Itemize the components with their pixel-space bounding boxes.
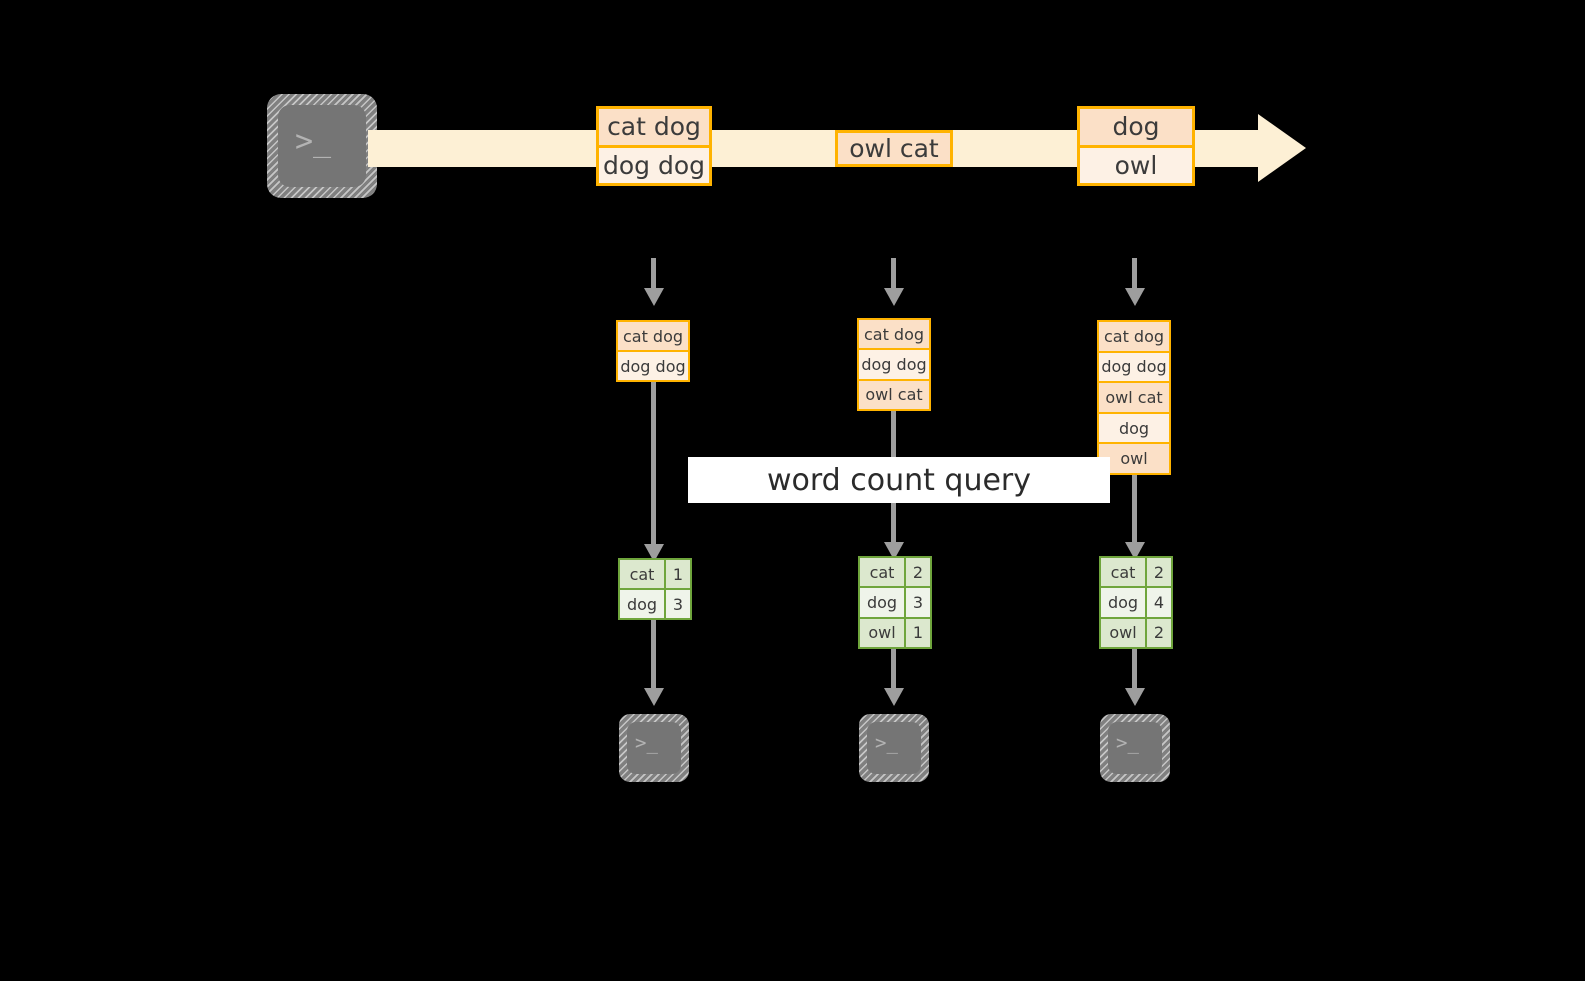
table-row: dog 3 bbox=[620, 588, 690, 618]
word-cell: owl bbox=[1101, 618, 1145, 647]
count-cell: 3 bbox=[664, 590, 690, 618]
stream-message: owl bbox=[1080, 144, 1192, 183]
feed-arrow-line-3 bbox=[1132, 258, 1137, 292]
word-cell: cat bbox=[860, 558, 904, 587]
stream-arrowhead-icon bbox=[1258, 114, 1306, 182]
count-cell: 2 bbox=[904, 558, 930, 587]
terminal-prompt-glyph: >_ bbox=[1116, 732, 1139, 754]
count-cell: 1 bbox=[904, 618, 930, 647]
table-row: dog 3 bbox=[860, 586, 930, 617]
accumulated-messages-3[interactable]: cat dog dog dog owl cat dog owl bbox=[1097, 320, 1171, 475]
query-arrow-head-1 bbox=[644, 544, 664, 562]
sink-arrow-line-2 bbox=[891, 649, 896, 692]
terminal-prompt-glyph: >_ bbox=[295, 124, 332, 159]
table-row: dog 4 bbox=[1101, 586, 1171, 617]
sink-arrow-head-3 bbox=[1125, 688, 1145, 706]
count-cell: 4 bbox=[1145, 588, 1171, 617]
query-banner: word count query bbox=[688, 457, 1110, 503]
count-cell: 2 bbox=[1145, 618, 1171, 647]
sink-arrow-line-3 bbox=[1132, 649, 1137, 692]
accumulated-message: dog dog bbox=[859, 348, 929, 379]
stream-message-group-2[interactable]: owl cat bbox=[835, 130, 953, 167]
word-cell: cat bbox=[1101, 558, 1145, 587]
stream-message-group-3[interactable]: dog owl bbox=[1077, 106, 1195, 186]
table-row: cat 1 bbox=[620, 560, 690, 588]
feed-arrow-line-1 bbox=[651, 258, 656, 292]
terminal-screen bbox=[1108, 722, 1162, 774]
source-terminal-icon: >_ bbox=[267, 94, 377, 198]
sink-terminal-icon-1: >_ bbox=[619, 714, 689, 782]
sink-arrow-line-1 bbox=[651, 620, 656, 692]
result-table-2[interactable]: cat 2 dog 3 owl 1 bbox=[858, 556, 932, 649]
sink-arrow-head-2 bbox=[884, 688, 904, 706]
query-arrow-head-2 bbox=[884, 542, 904, 560]
terminal-prompt-glyph: >_ bbox=[875, 732, 898, 754]
stream-message: cat dog bbox=[599, 109, 709, 145]
query-arrow-head-3 bbox=[1125, 542, 1145, 560]
accumulated-message: cat dog bbox=[1099, 322, 1169, 351]
count-cell: 3 bbox=[904, 588, 930, 617]
accumulated-message: owl cat bbox=[859, 378, 929, 409]
sink-terminal-icon-2: >_ bbox=[859, 714, 929, 782]
accumulated-messages-2[interactable]: cat dog dog dog owl cat bbox=[857, 318, 931, 411]
word-cell: cat bbox=[620, 560, 664, 588]
table-row: owl 2 bbox=[1101, 616, 1171, 647]
word-cell: dog bbox=[860, 588, 904, 617]
word-cell: owl bbox=[860, 618, 904, 647]
accumulated-message: dog dog bbox=[1099, 350, 1169, 382]
accumulated-message: dog dog bbox=[618, 350, 688, 380]
count-cell: 2 bbox=[1145, 558, 1171, 587]
sink-arrow-head-1 bbox=[644, 688, 664, 706]
accumulated-message: owl bbox=[1099, 442, 1169, 473]
sink-terminal-icon-3: >_ bbox=[1100, 714, 1170, 782]
query-banner-label: word count query bbox=[766, 462, 1032, 498]
feed-arrow-head-2 bbox=[884, 288, 904, 306]
table-row: cat 2 bbox=[1101, 558, 1171, 587]
feed-arrow-line-2 bbox=[891, 258, 896, 292]
accumulated-message: cat dog bbox=[618, 322, 688, 350]
accumulated-message: cat dog bbox=[859, 320, 929, 349]
table-row: owl 1 bbox=[860, 616, 930, 647]
word-cell: dog bbox=[620, 590, 664, 618]
stream-message: dog dog bbox=[599, 144, 709, 183]
stream-message: dog bbox=[1080, 109, 1192, 145]
accumulated-messages-1[interactable]: cat dog dog dog bbox=[616, 320, 690, 382]
table-row: cat 2 bbox=[860, 558, 930, 587]
terminal-prompt-glyph: >_ bbox=[635, 732, 658, 754]
terminal-screen bbox=[278, 105, 366, 187]
terminal-screen bbox=[867, 722, 921, 774]
count-cell: 1 bbox=[664, 560, 690, 588]
query-arrow-line-1 bbox=[651, 382, 656, 548]
feed-arrow-head-3 bbox=[1125, 288, 1145, 306]
word-cell: dog bbox=[1101, 588, 1145, 617]
result-table-3[interactable]: cat 2 dog 4 owl 2 bbox=[1099, 556, 1173, 649]
stream-message: owl cat bbox=[838, 133, 950, 164]
accumulated-message: dog bbox=[1099, 411, 1169, 443]
accumulated-message: owl cat bbox=[1099, 381, 1169, 412]
result-table-1[interactable]: cat 1 dog 3 bbox=[618, 558, 692, 620]
terminal-screen bbox=[627, 722, 681, 774]
feed-arrow-head-1 bbox=[644, 288, 664, 306]
stream-message-group-1[interactable]: cat dog dog dog bbox=[596, 106, 712, 186]
query-arrow-line-3 bbox=[1132, 475, 1137, 547]
